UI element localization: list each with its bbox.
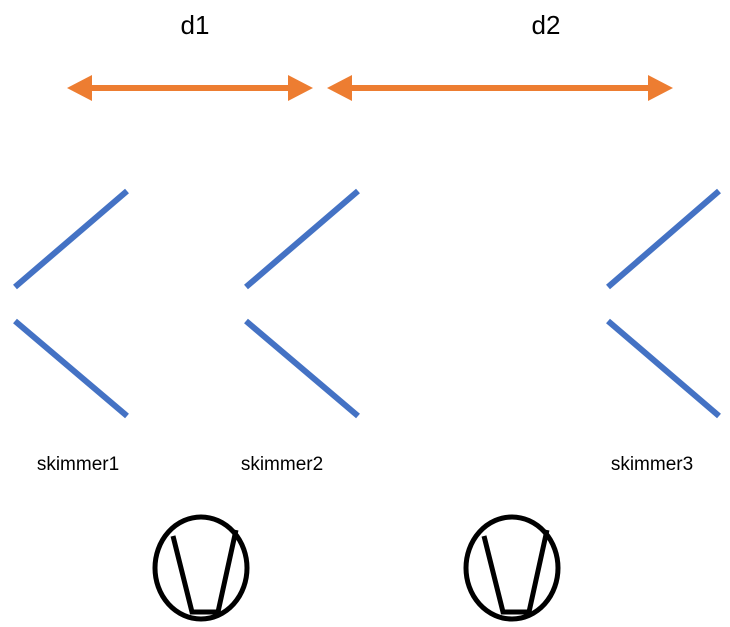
- probe1-icon: [152, 514, 250, 622]
- skimmer1-label: skimmer1: [36, 454, 120, 475]
- skimmer3-icon: [606, 188, 721, 419]
- distance-label-d2: d2: [531, 10, 561, 40]
- skimmer1-icon: [13, 188, 129, 419]
- skimmer2-label: skimmer2: [240, 454, 324, 475]
- skimmer2-icon: [244, 188, 360, 419]
- probe2-icon: [463, 514, 561, 622]
- distance-arrow-d1-icon: [67, 75, 313, 101]
- distance-arrow-d2-icon: [327, 75, 673, 101]
- skimmer3-label: skimmer3: [610, 454, 694, 475]
- distance-label-d1: d1: [180, 10, 210, 40]
